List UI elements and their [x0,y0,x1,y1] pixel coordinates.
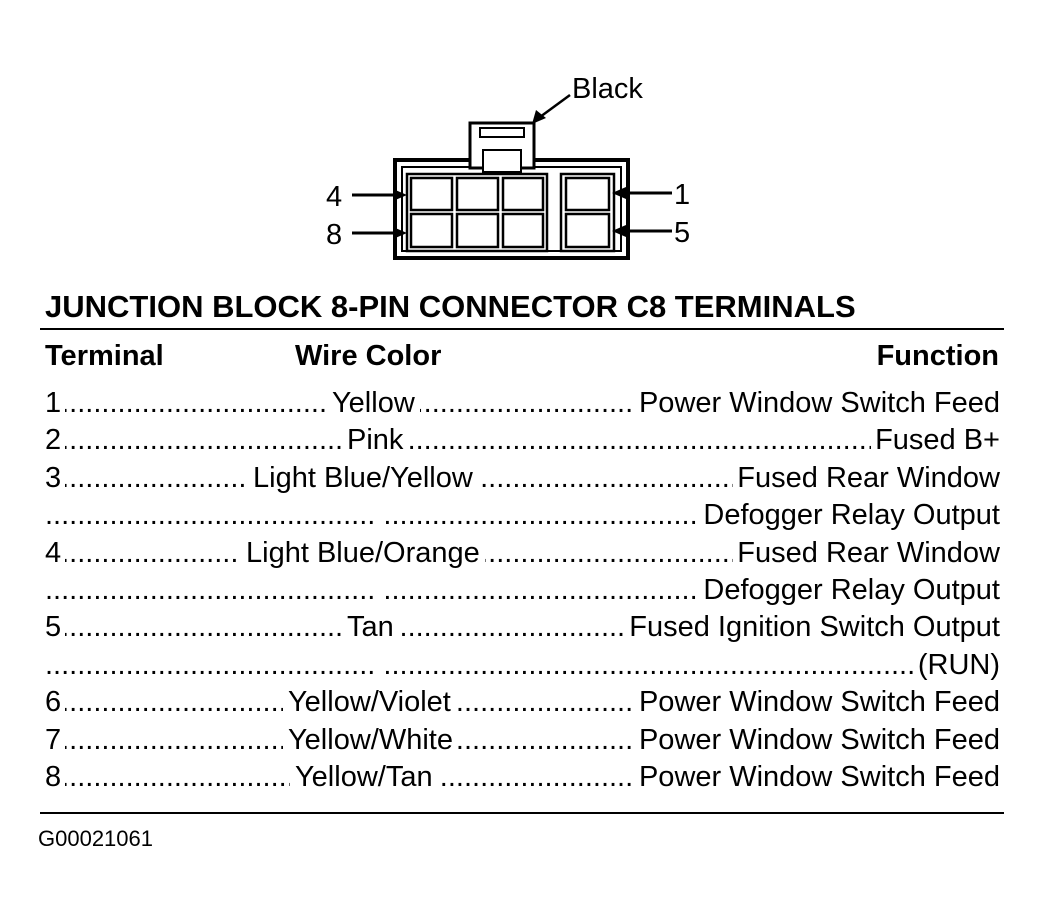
wire-color: Light Blue/Yellow [248,459,478,498]
pin-arrowhead-5 [612,225,626,237]
color-label-arrow [539,93,571,119]
header-terminal: Terminal [45,340,164,372]
pin-label-4: 4 [326,181,342,213]
wire-color: Yellow/Tan [290,758,438,797]
table-row: ........................................… [45,571,1000,610]
pin-label-5: 5 [674,217,690,249]
table-row: ........................................… [45,684,1000,722]
header-wire-color: Wire Color [295,340,442,372]
wire-color: Pink [342,422,409,460]
terminal-function: (RUN) [913,646,1000,685]
table-row: ........................................… [45,385,1000,423]
terminal-function: Power Window Switch Feed [634,684,1000,722]
terminal-function: Fused Ignition Switch Output [625,609,1000,647]
color-label-arrowhead [532,110,546,124]
terminal-function: Fused B+ [871,422,1000,460]
pin-arrowhead-8 [393,227,407,239]
terminal-number: 2 [45,422,66,460]
terminal-number: 3 [45,459,66,498]
cavity-3 [455,176,500,212]
cavity-4 [409,176,454,212]
table-row: ........................................… [45,497,1000,535]
table-title: JUNCTION BLOCK 8-PIN CONNECTOR C8 TERMIN… [45,289,856,324]
table-row: ........................................… [45,459,1000,498]
connector-diagram: Black 4 8 1 5 [326,73,690,260]
leader-gap [375,497,385,535]
terminal-number: 4 [45,534,66,572]
table-row: ........................................… [45,758,1000,797]
table-row: ........................................… [45,422,1000,460]
terminal-function: Fused Rear Window [733,534,1000,572]
cavity-8 [409,212,454,249]
wire-color: Tan [342,609,399,647]
wire-color: Yellow/White [283,721,458,759]
figure-code: G00021061 [38,826,153,851]
leader-gap [375,571,385,610]
terminal-function: Defogger Relay Output [699,571,1000,610]
cavity-block-left [405,172,549,253]
leader-gap [375,646,385,685]
connector-latch-tab [482,149,522,173]
color-label: Black [572,73,643,105]
terminal-number: 7 [45,721,66,759]
pin-arrowhead-4 [393,189,407,201]
cavity-5 [564,212,611,249]
cavity-7 [455,212,500,249]
cavity-6 [501,212,545,249]
table-row: ........................................… [45,646,1000,685]
wire-color: Yellow/Violet [283,684,456,722]
terminal-function: Power Window Switch Feed [634,758,1000,797]
terminal-number: 1 [45,385,66,423]
cavity-2 [501,176,545,212]
dot-leader: ........................................… [45,648,1000,681]
connector-latch-slot [479,127,525,138]
pin-arrowhead-1 [612,187,626,199]
terminal-function: Fused Rear Window [733,459,1000,498]
table-row: ........................................… [45,534,1000,572]
terminal-number: 6 [45,684,66,722]
cavity-1 [564,176,611,212]
table-row: ........................................… [45,721,1000,759]
wire-color: Light Blue/Orange [241,534,485,572]
header-function: Function [876,340,999,372]
terminal-function: Power Window Switch Feed [634,385,1000,423]
cavity-block-right [559,172,616,253]
pin-label-8: 8 [326,219,342,251]
table-row: ........................................… [45,609,1000,647]
terminal-function: Defogger Relay Output [699,497,1000,535]
dot-leader: ........................................… [45,424,1000,457]
terminal-number: 8 [45,758,66,797]
terminal-table: ........................................… [45,385,1000,797]
terminal-function: Power Window Switch Feed [634,721,1000,759]
wire-color: Yellow [327,385,420,423]
pin-label-1: 1 [674,179,690,211]
bottom-rule [40,812,1004,814]
terminal-number: 5 [45,609,66,647]
title-rule [40,328,1004,330]
